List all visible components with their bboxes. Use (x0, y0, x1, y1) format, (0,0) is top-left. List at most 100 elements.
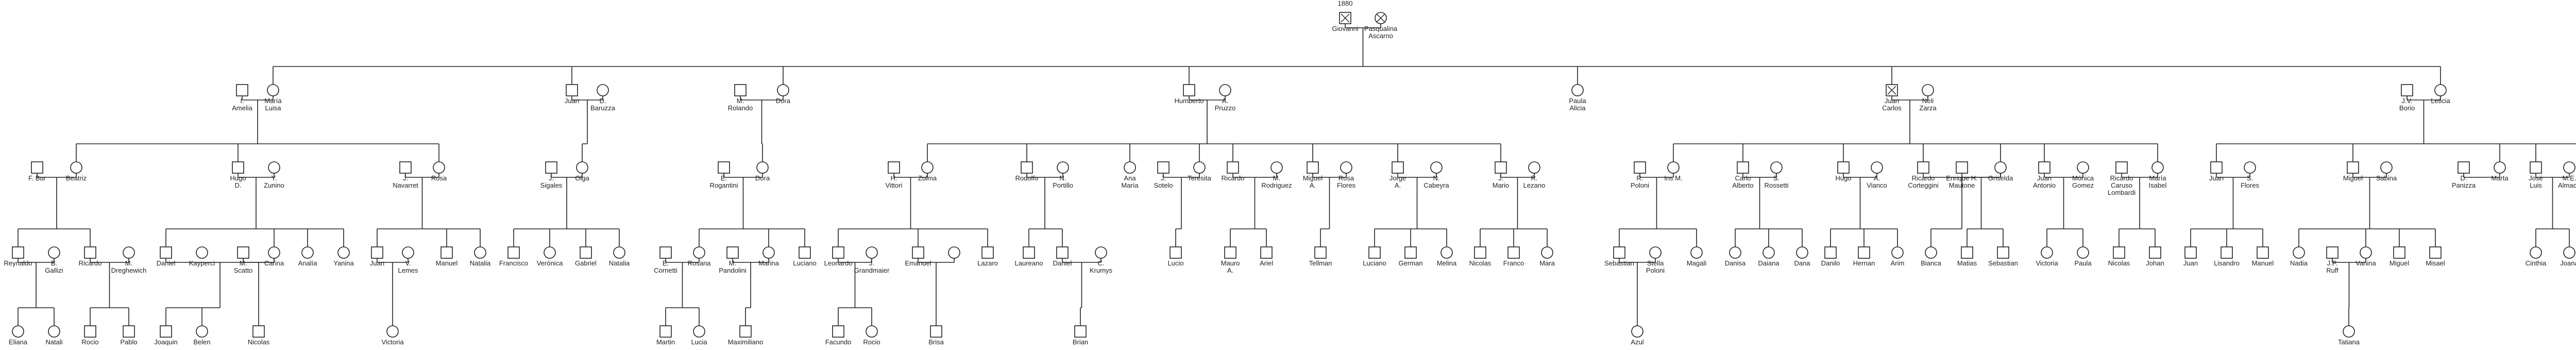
person-name-label: Ricardo (79, 259, 102, 267)
female-circle-icon (2151, 161, 2164, 174)
female-circle-icon (1631, 325, 1643, 338)
person-name-label: E. (721, 174, 727, 182)
person-name-label: Marta (2491, 174, 2509, 182)
person-name-label: Gomez (2072, 181, 2094, 189)
descent-line (2047, 177, 2083, 229)
person-name-label: Ana (1124, 174, 1136, 182)
person-name-label: Giovanni (1332, 25, 1358, 32)
person-name-label: Lisandro (2214, 259, 2240, 267)
person-node: D.Baruzza (590, 84, 616, 112)
female-circle-icon (1762, 246, 1775, 259)
person-name-label: J. (403, 174, 408, 182)
couple-line (1500, 173, 1535, 178)
person-node: Leticia (2431, 84, 2451, 105)
person-node: M.Rodriguez (1261, 161, 1292, 189)
person-node: M.Dreghewich (111, 246, 146, 274)
male-square-icon (252, 325, 265, 338)
person-node: Laureano (1015, 246, 1043, 267)
kinship-lines (18, 24, 2576, 326)
person-node: Griselda (1988, 161, 2013, 182)
female-circle-icon (123, 246, 135, 259)
male-square-icon (2458, 161, 2470, 174)
female-circle-icon (474, 246, 486, 259)
female-circle-icon (48, 246, 60, 259)
male-square-icon (888, 161, 900, 174)
person-node: J.Grandmaier (854, 246, 890, 274)
person-name-label: Ariel (1260, 259, 1273, 267)
person-name-label: Teresita (1188, 174, 1211, 182)
male-square-icon (1227, 161, 1239, 174)
person-node: M.Pandolini (719, 246, 747, 274)
person-name-label: Flores (1337, 181, 1356, 189)
male-square-icon (739, 325, 752, 338)
person-name-label: E. (663, 259, 669, 267)
person-name-label: Mario (1493, 181, 1510, 189)
female-circle-icon (267, 84, 279, 96)
male-square-icon (1956, 161, 1968, 174)
person-name-label: Mara (1539, 259, 1555, 267)
person-node: Luciano (1363, 246, 1386, 267)
person-name-label: Emanuel (905, 259, 931, 267)
person-node: Paula (2074, 246, 2092, 267)
person-node: Analía (298, 246, 317, 267)
person-node: J.V.Borio (2399, 84, 2415, 112)
person-node: Nicolas (248, 325, 270, 346)
male-square-icon (1824, 246, 1837, 259)
person-name-label: A. (1310, 181, 1316, 189)
person-node: Cinthia (2526, 246, 2547, 267)
male-square-icon (84, 325, 96, 338)
person-name-label: Navarret (393, 181, 418, 189)
person-name-label: Verónica (537, 259, 563, 267)
descent-line (838, 177, 988, 229)
person-name-label: German (1399, 259, 1423, 267)
person-name-label: Dora (776, 97, 791, 105)
person-name-label: Zarza (1919, 104, 1937, 112)
female-circle-icon (1667, 161, 1680, 174)
person-name-label: M.E. (2563, 174, 2576, 182)
descent-line (76, 100, 439, 144)
person-node: J.Mario (1493, 161, 1510, 189)
female-circle-icon (1796, 246, 1808, 259)
male-square-icon (160, 246, 172, 259)
person-name-label: Hernan (1853, 259, 1875, 267)
person-name-label: Rogantini (710, 181, 738, 189)
person-name-label: Luis (2530, 181, 2542, 189)
person-name-label: Sabina (2376, 174, 2397, 182)
person-name-label: I. (240, 97, 244, 105)
person-node: Brisa (928, 325, 944, 346)
person-node: Rosana (688, 246, 711, 267)
person-name-label: Flores (2241, 181, 2260, 189)
person-name-label: Carlos (1882, 104, 1902, 112)
person-node: Natali (45, 325, 63, 346)
person-node: J.P.Ruff (2326, 246, 2338, 274)
male-square-icon (1392, 161, 1404, 174)
person-node: Teresita (1188, 161, 1212, 182)
person-name-label: Gallizi (45, 266, 63, 274)
person-name-label: Tatiana (2338, 338, 2360, 346)
person-name-label: A. (1395, 181, 1401, 189)
person-node: N.Portillo (1053, 161, 1073, 189)
female-circle-icon (2041, 246, 2053, 259)
person-node: Melina (1437, 246, 1457, 267)
person-node: Joaquin (154, 325, 178, 346)
person-name-label: Belen (193, 338, 210, 346)
male-square-icon (1224, 246, 1236, 259)
female-circle-icon (268, 161, 280, 174)
person-node: Dana (1794, 246, 1810, 267)
male-square-icon (1961, 246, 1973, 259)
person-node: Franco (1503, 246, 1524, 267)
person-name-label: Carina (264, 259, 284, 267)
male-square-icon (84, 246, 96, 259)
female-circle-icon (1095, 246, 1107, 259)
female-circle-icon (1430, 161, 1443, 174)
person-node: I.Amelia (232, 84, 253, 112)
person-node: Sebastian (1604, 246, 1634, 267)
female-circle-icon (1994, 161, 2007, 174)
person-node: Ricardo (79, 246, 102, 267)
person-node: Rodolfo (1015, 161, 1038, 182)
